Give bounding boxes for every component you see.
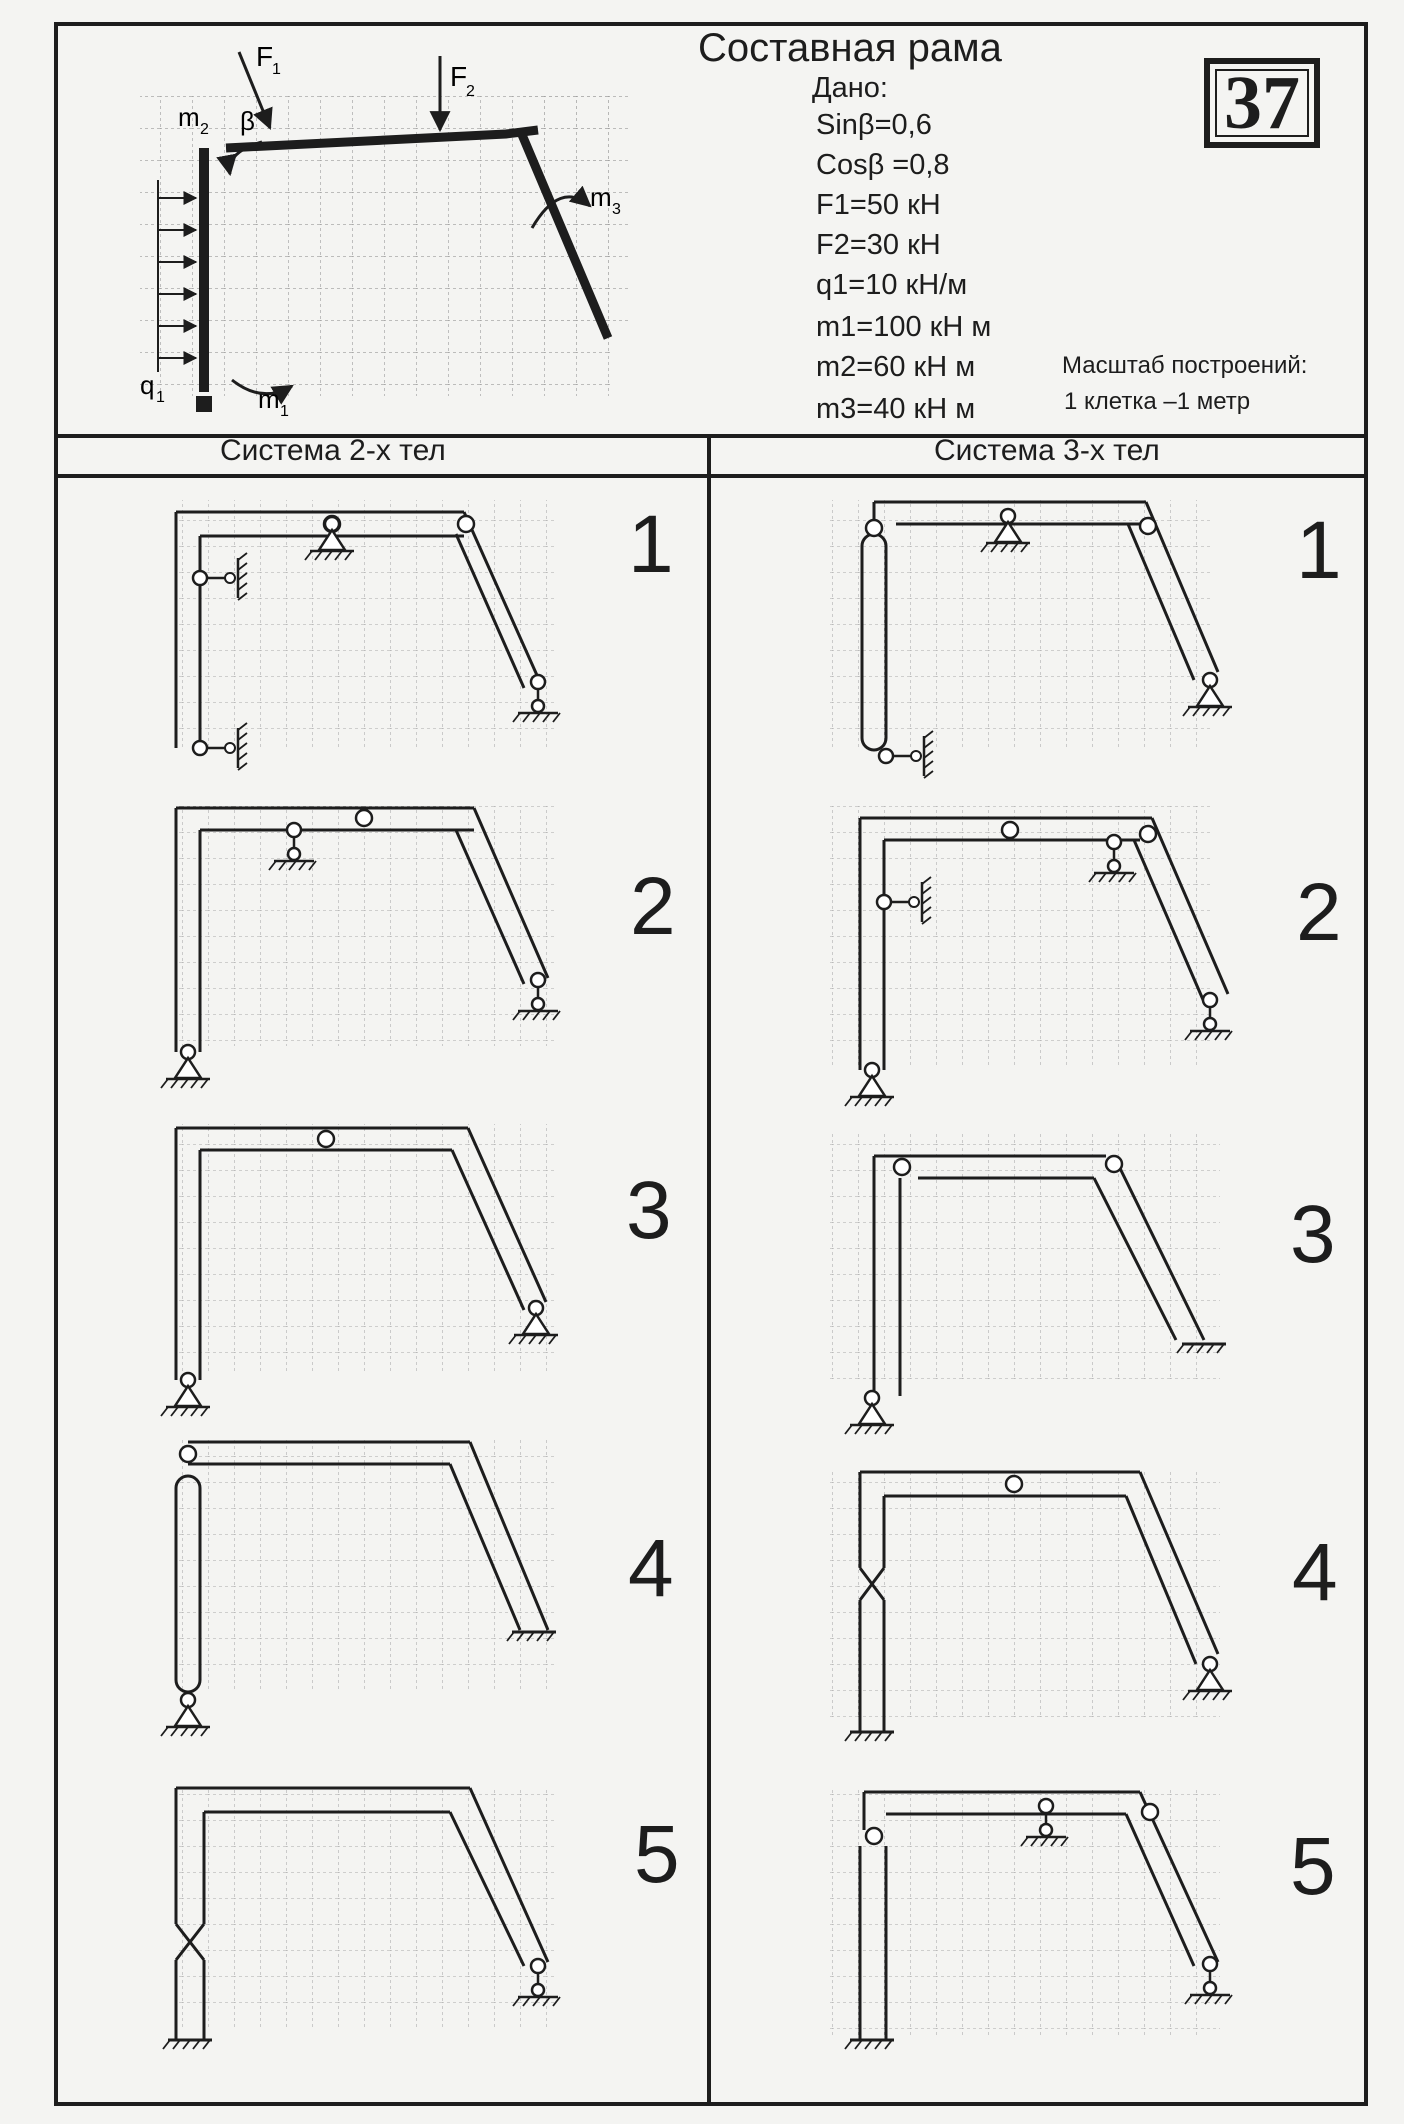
label-f1: F xyxy=(256,41,273,72)
page-frame xyxy=(54,22,1368,2106)
scale-value: 1 клетка –1 метр xyxy=(1064,388,1251,415)
variant-2body-2 xyxy=(159,806,562,1090)
variant-2body-5 xyxy=(161,1786,562,2051)
column-header-3body: Система 3-х тел xyxy=(934,434,1160,467)
label-f2-sub: 2 xyxy=(466,83,475,100)
label-q-sub: 1 xyxy=(156,389,165,406)
task-number-badge: 37 xyxy=(1204,58,1320,148)
variant-number-left-4: 4 xyxy=(628,1523,674,1614)
variant-3body-1 xyxy=(830,500,1234,780)
variant-3body-3 xyxy=(830,1132,1228,1436)
label-f2: F xyxy=(450,61,467,92)
variant-number-left-1: 1 xyxy=(628,499,674,590)
variant-3body-5 xyxy=(830,1788,1234,2051)
variant-2body-4 xyxy=(159,1440,558,1738)
variant-number-right-5: 5 xyxy=(1290,1821,1336,1912)
label-m3: m xyxy=(590,182,612,212)
variant-number-left-2: 2 xyxy=(630,861,676,952)
label-f1-sub: 1 xyxy=(272,61,281,78)
variant-number-left-5: 5 xyxy=(634,1809,680,1900)
variant-number-right-1: 1 xyxy=(1296,505,1342,596)
given-m2: m2=60 кН м xyxy=(816,351,976,383)
label-m1-sub: 1 xyxy=(280,403,289,420)
column-header-2body: Система 2-х тел xyxy=(220,434,446,467)
given-frame-diagram: F 1 F 2 m 2 β m 3 m 1 q 1 xyxy=(140,41,630,420)
given-f1: F1=50 кН xyxy=(816,189,941,221)
variant-number-right-4: 4 xyxy=(1292,1527,1338,1618)
variant-number-right-3: 3 xyxy=(1290,1189,1336,1280)
variant-2body-1 xyxy=(174,500,562,772)
label-m2-sub: 2 xyxy=(200,121,209,138)
given-heading: Дано: xyxy=(812,72,888,104)
label-m3-sub: 3 xyxy=(612,201,621,218)
variant-number-left-3: 3 xyxy=(626,1165,672,1256)
variant-2body-3 xyxy=(159,1124,560,1418)
label-m1: m xyxy=(258,384,280,414)
label-beta: β xyxy=(240,106,255,136)
scale-label: Масштаб построений: xyxy=(1062,352,1308,379)
given-m1: m1=100 кН м xyxy=(816,311,992,343)
given-f2: F2=30 кН xyxy=(816,229,941,261)
given-q1: q1=10 кН/м xyxy=(816,269,968,301)
given-cos: Cosβ =0,8 xyxy=(816,149,950,181)
variant-number-right-2: 2 xyxy=(1296,867,1342,958)
label-q: q xyxy=(140,370,154,400)
given-sin: Sinβ=0,6 xyxy=(816,109,932,141)
label-m2: m xyxy=(178,102,200,132)
variant-3body-4 xyxy=(830,1470,1234,1743)
page-title: Составная рама xyxy=(698,26,1002,70)
variant-3body-2 xyxy=(830,806,1234,1108)
given-m3: m3=40 кН м xyxy=(816,393,976,425)
